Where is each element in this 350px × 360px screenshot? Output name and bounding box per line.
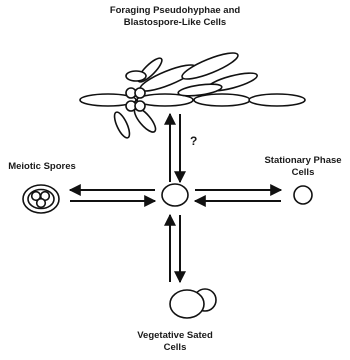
foraging-label: Foraging Pseudohyphae and Blastospore-Li… xyxy=(75,5,275,29)
stationary-phase-label: Stationary Phase Cells xyxy=(258,155,348,179)
question-mark: ? xyxy=(190,134,197,148)
meiotic-spores-label: Meiotic Spores xyxy=(2,161,82,173)
vegetative-sated-cells xyxy=(170,289,216,318)
stationary-phase-cell xyxy=(294,186,312,204)
meiotic-spores xyxy=(23,185,59,213)
stationary-label-line1: Stationary Phase xyxy=(258,155,348,167)
foraging-label-line2: Blastospore-Like Cells xyxy=(75,17,275,29)
vegetative-label-line1: Vegetative Sated xyxy=(125,330,225,342)
central-cell xyxy=(162,184,188,206)
foraging-label-line1: Foraging Pseudohyphae and xyxy=(75,5,275,17)
vegetative-sated-label: Vegetative Sated Cells xyxy=(125,330,225,354)
pseudohyphae-cells xyxy=(80,48,305,140)
stationary-label-line2: Cells xyxy=(258,167,348,179)
vegetative-label-line2: Cells xyxy=(125,342,225,354)
